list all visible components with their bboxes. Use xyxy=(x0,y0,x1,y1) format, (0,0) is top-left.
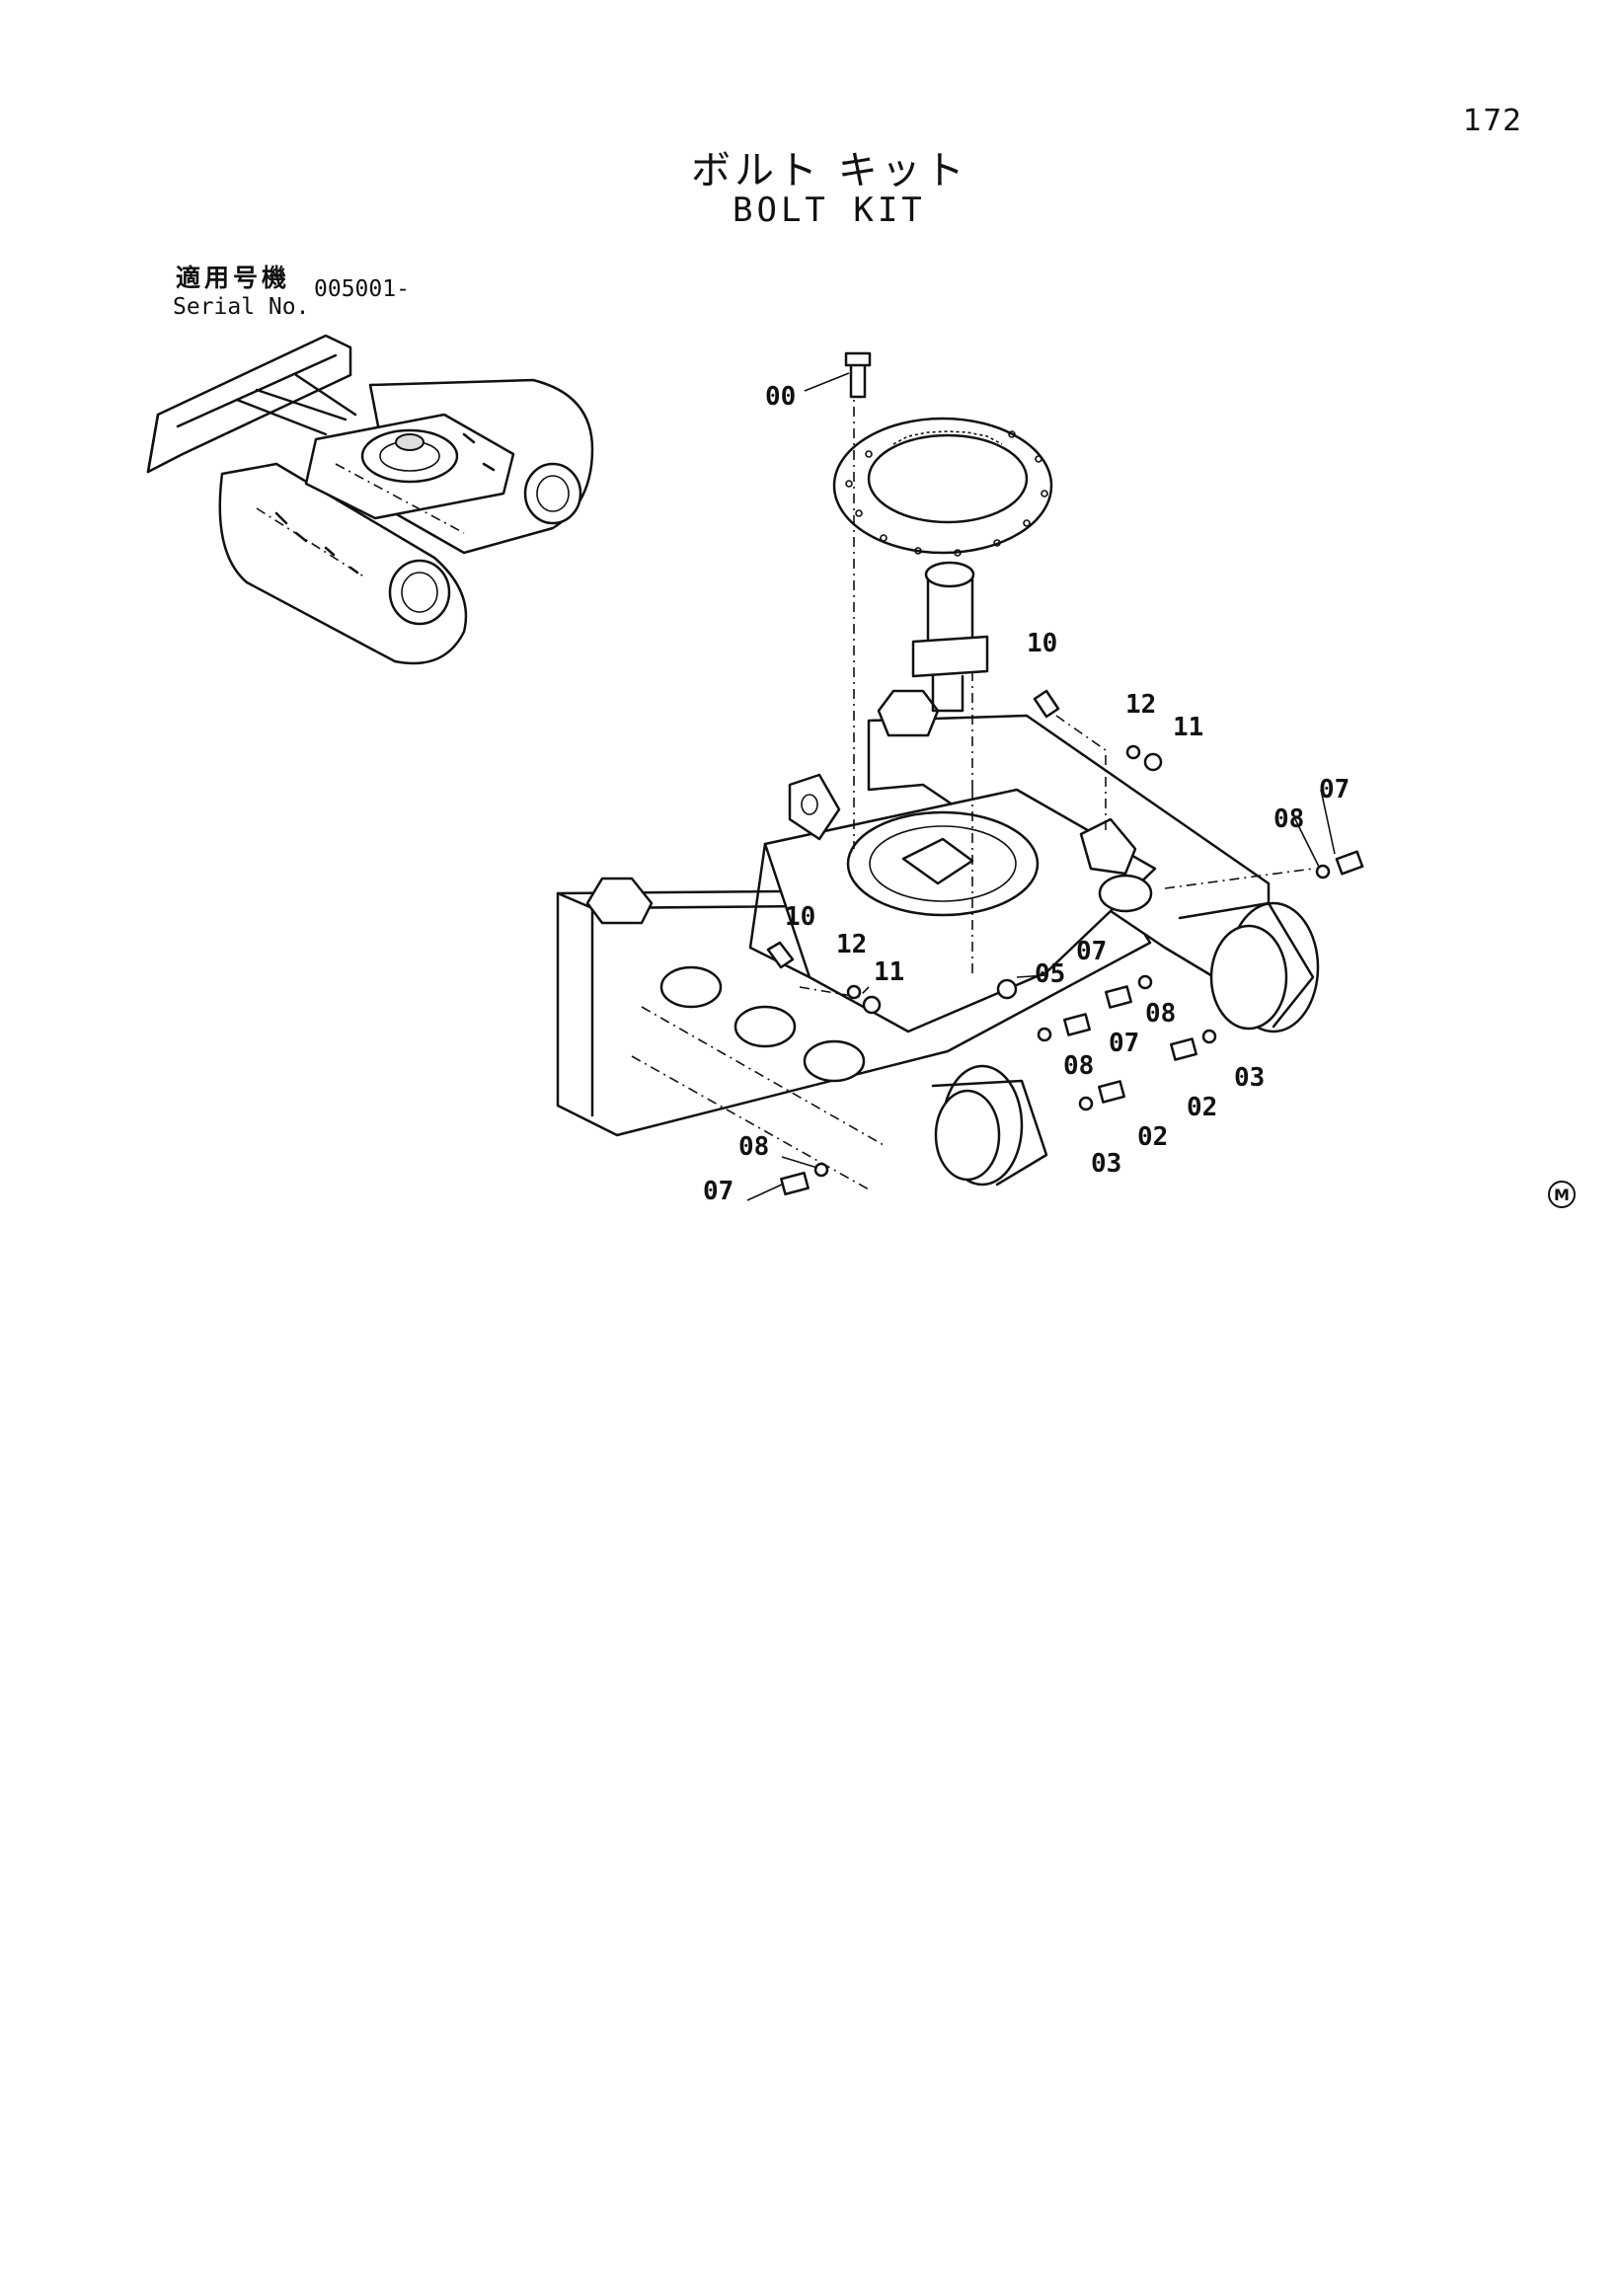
undercarriage-frame xyxy=(556,689,1271,1137)
part-label: 07 xyxy=(1109,1029,1139,1058)
overview-illustration xyxy=(146,334,594,665)
front-sprocket xyxy=(931,1064,1048,1186)
part-label: 08 xyxy=(1063,1051,1094,1081)
title-japanese: ボルト キット xyxy=(691,148,968,193)
serial-number-value: 005001- xyxy=(314,276,410,302)
part-label: 07 xyxy=(1076,937,1107,966)
track-rollers xyxy=(659,874,1153,1083)
part-label: 11 xyxy=(874,957,904,987)
part-label: 07 xyxy=(703,1177,733,1206)
serial-label-english: Serial No. xyxy=(173,294,310,320)
center-joint xyxy=(911,561,989,713)
part-label: 12 xyxy=(836,930,867,959)
part-label: 08 xyxy=(1273,804,1304,834)
rear-sprocket xyxy=(1178,901,1320,1033)
part-label: 02 xyxy=(1187,1093,1217,1122)
part-label: 07 xyxy=(1319,775,1350,804)
part-label: 03 xyxy=(1091,1149,1121,1179)
part-label: 02 xyxy=(1137,1122,1168,1152)
part-labels: 00 10 12 11 07 08 10 12 11 05 07 08 07 0… xyxy=(703,382,1350,1206)
part-label: 12 xyxy=(1125,690,1156,720)
leader-lines xyxy=(746,372,1336,1201)
swing-bearing-ring xyxy=(832,417,1053,557)
model-mark-icon: M xyxy=(1548,1181,1576,1208)
part-label: 11 xyxy=(1173,713,1203,742)
title-english: BOLT KIT xyxy=(733,191,926,230)
serial-label-japanese: 適用号機 xyxy=(176,264,291,292)
part-label: 00 xyxy=(765,382,796,412)
part-label: 08 xyxy=(738,1132,769,1162)
part-label: 08 xyxy=(1145,999,1176,1029)
page-number: 172 xyxy=(1463,104,1523,138)
part-label: 03 xyxy=(1234,1063,1265,1093)
bolts-and-washers xyxy=(766,351,1364,1196)
part-label: 10 xyxy=(1027,629,1057,658)
part-label: 05 xyxy=(1035,959,1065,989)
part-label: 10 xyxy=(785,902,815,932)
